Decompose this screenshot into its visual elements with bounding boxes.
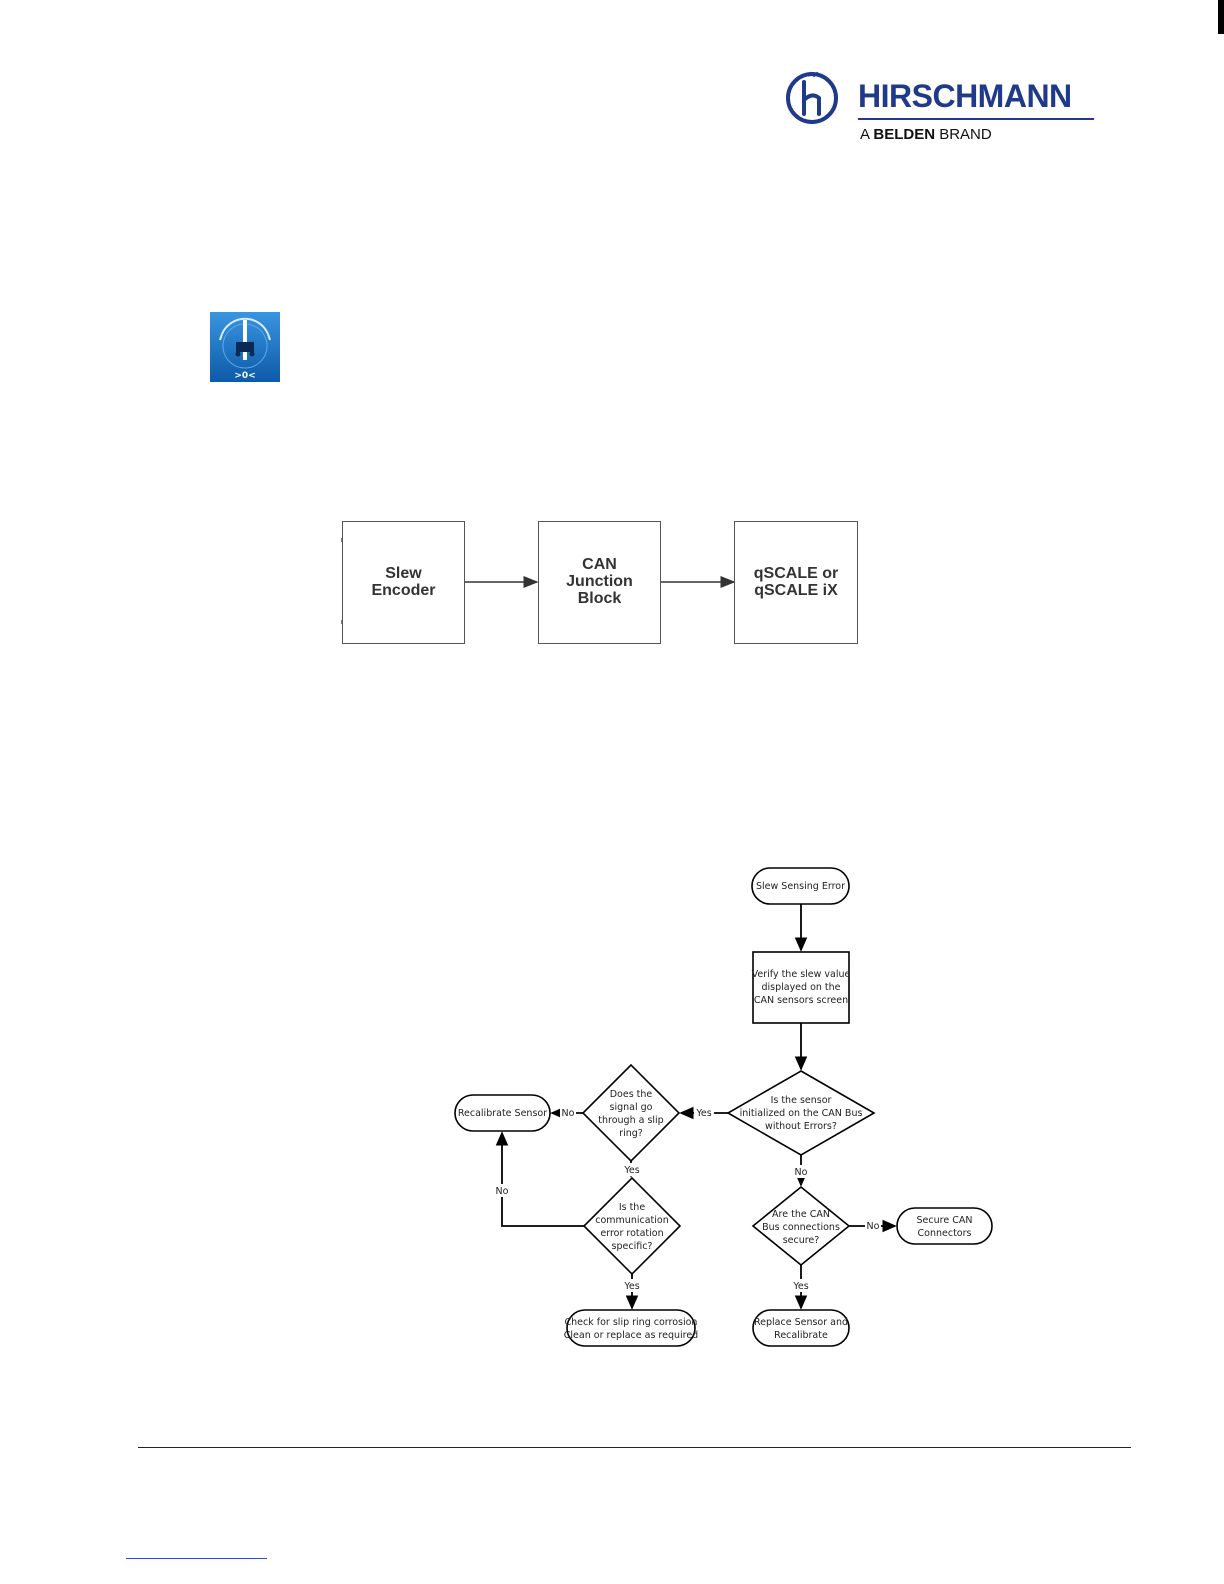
secure-line-1: Secure CAN <box>917 1215 973 1226</box>
label-no-connections: No <box>867 1221 880 1232</box>
initialized-line-2: initialized on the CAN Bus <box>740 1108 863 1119</box>
connections-line-3: secure? <box>783 1235 820 1246</box>
logo-rule <box>858 118 1094 120</box>
node-secure-can <box>896 1207 993 1245</box>
rotation-line-2: communication <box>595 1215 668 1226</box>
block-slew-encoder: Slew Encoder <box>342 521 465 644</box>
rotation-line-4: specific? <box>612 1241 653 1252</box>
troubleshooting-flowchart: Slew Sensing Error Verify the slew value… <box>454 867 993 1347</box>
label-no-initialized: No <box>795 1167 808 1178</box>
footer-rule <box>138 1447 1131 1448</box>
connections-line-2: Bus connections <box>762 1222 840 1233</box>
svg-text:>0<: >0< <box>234 371 255 381</box>
slip-line-3: through a slip <box>598 1115 663 1126</box>
verify-line-2: displayed on the <box>761 982 840 993</box>
node-verify <box>752 951 850 1024</box>
node-replace <box>752 1309 850 1347</box>
footer-link-underline <box>126 1558 267 1559</box>
label-no-slip: No <box>562 1108 575 1119</box>
slew-angle-icon: >0< <box>210 312 280 382</box>
logo-tagline: A BELDEN BRAND <box>860 127 992 142</box>
recalibrate-label: Recalibrate Sensor <box>458 1108 547 1119</box>
verify-line-3: CAN sensors screen <box>754 995 848 1006</box>
replace-line-1: Replace Sensor and <box>754 1317 848 1328</box>
check-line-2: Clean or replace as required <box>564 1330 698 1341</box>
slip-line-1: Does the <box>610 1089 653 1100</box>
node-check-slip <box>566 1309 696 1347</box>
secure-line-2: Connectors <box>918 1228 972 1239</box>
node-start-label: Slew Sensing Error <box>756 881 845 892</box>
label-yes-slip: Yes <box>623 1165 639 1176</box>
check-line-1: Check for slip ring corrosion <box>565 1317 698 1328</box>
decision-rotation <box>582 1176 682 1276</box>
verify-line-1: Verify the slew value <box>752 969 851 980</box>
block-qscale: qSCALE or qSCALE iX <box>734 521 858 644</box>
slip-line-4: ring? <box>619 1128 643 1139</box>
node-recalibrate <box>454 1094 551 1132</box>
rotation-line-3: error rotation <box>600 1228 663 1239</box>
brand-logo <box>784 70 1104 146</box>
label-yes-rotation: Yes <box>623 1281 639 1292</box>
logo-wordmark: HIRSCHMANN <box>858 78 1072 114</box>
tagline-suffix: BRAND <box>939 126 992 143</box>
label-yes-initialized: Yes <box>695 1108 711 1119</box>
label-no-rotation: No <box>496 1186 509 1197</box>
page-edge-mark <box>1218 0 1224 34</box>
block-can-junction: CAN Junction Block <box>538 521 661 644</box>
initialized-line-1: Is the sensor <box>771 1095 832 1106</box>
tagline-brand: BELDEN <box>873 126 936 143</box>
initialized-line-3: without Errors? <box>765 1121 837 1132</box>
decision-slip-ring <box>581 1063 681 1163</box>
label-yes-connections: Yes <box>792 1281 808 1292</box>
hirschmann-h-emblem <box>786 71 838 124</box>
slip-line-2: signal go <box>610 1102 653 1113</box>
rotation-line-1: Is the <box>619 1202 646 1213</box>
tagline-prefix: A <box>860 126 870 143</box>
connections-line-1: Are the CAN <box>772 1209 830 1220</box>
replace-line-2: Recalibrate <box>774 1330 828 1341</box>
